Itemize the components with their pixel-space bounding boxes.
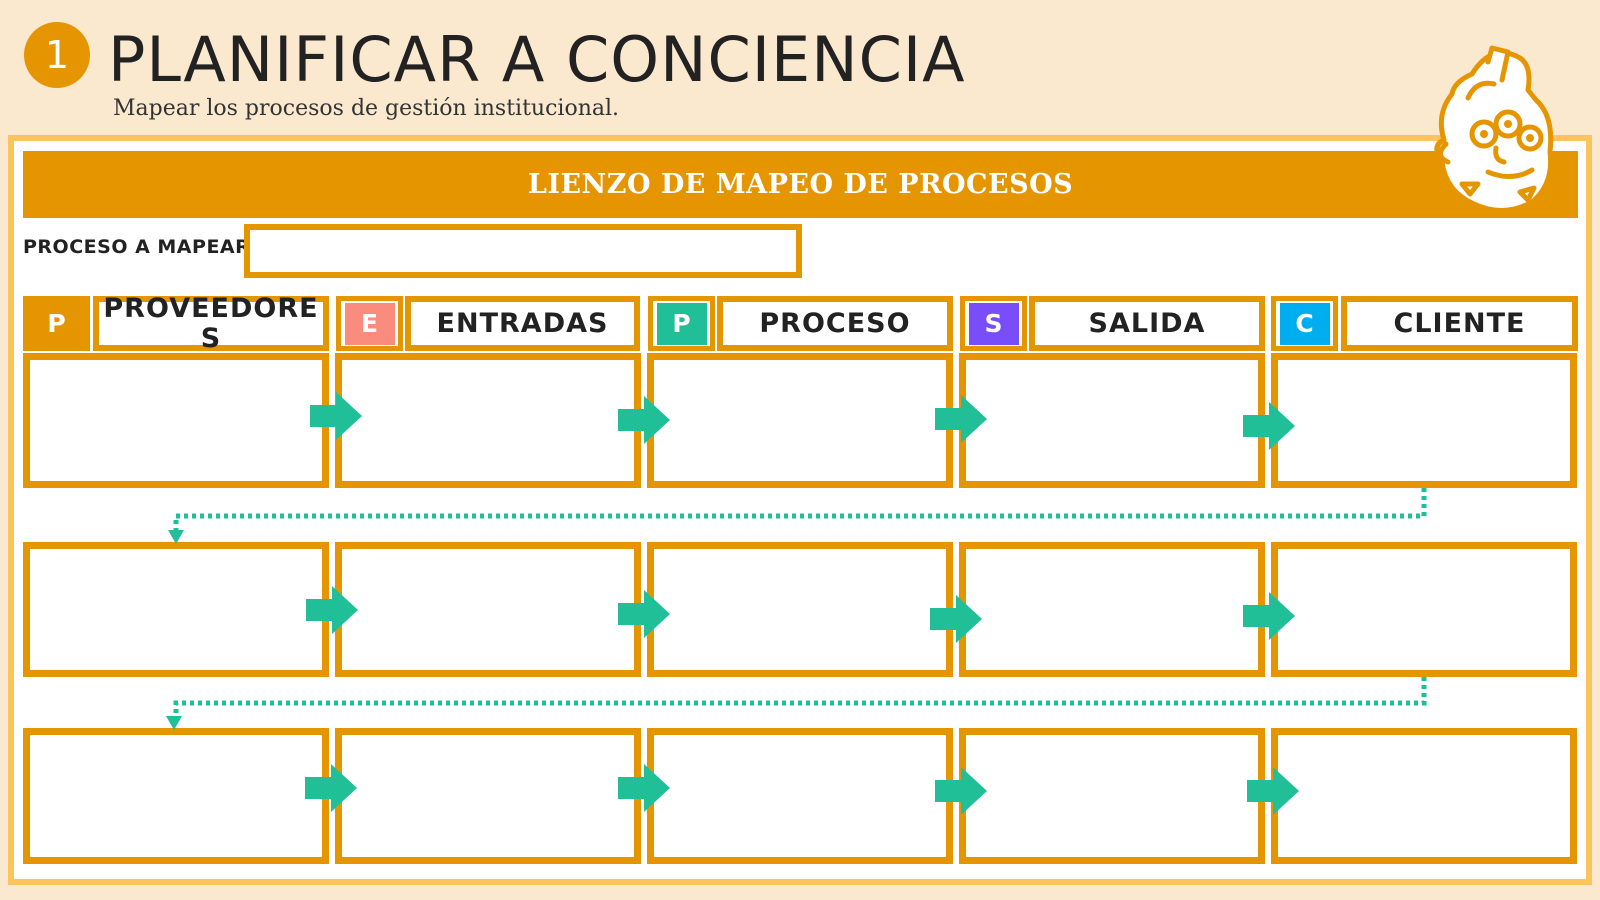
arrow-right-icon bbox=[1247, 767, 1299, 815]
letter-badge: P bbox=[656, 302, 707, 345]
arrow-right-icon bbox=[618, 764, 670, 812]
column-letter-entradas: E bbox=[336, 296, 403, 351]
column-header-proveedores: PROVEEDORES bbox=[93, 293, 329, 353]
cell-cliente-1[interactable] bbox=[1271, 353, 1577, 488]
column-letter-proveedores: P bbox=[23, 296, 90, 351]
cell-salida-1[interactable] bbox=[959, 353, 1265, 488]
cartoon-face-icon bbox=[1434, 45, 1554, 213]
arrow-right-icon bbox=[306, 586, 358, 634]
arrow-right-icon bbox=[930, 595, 982, 643]
cell-entradas-2[interactable] bbox=[335, 542, 641, 677]
letter-badge: P bbox=[28, 301, 85, 346]
arrow-right-icon bbox=[1243, 592, 1295, 640]
letter-badge: C bbox=[1279, 302, 1330, 345]
page-subtitle: Mapear los procesos de gestión instituci… bbox=[113, 96, 620, 121]
column-header-cliente: CLIENTE bbox=[1341, 296, 1578, 351]
arrow-right-icon bbox=[618, 590, 670, 638]
cell-proceso-1[interactable] bbox=[647, 353, 953, 488]
column-header-entradas: ENTRADAS bbox=[405, 296, 640, 351]
arrow-right-icon bbox=[305, 764, 357, 812]
arrow-right-icon bbox=[618, 396, 670, 444]
cell-salida-3[interactable] bbox=[959, 728, 1265, 864]
cell-proveedores-3[interactable] bbox=[23, 728, 329, 864]
column-header-salida: SALIDA bbox=[1029, 296, 1265, 351]
column-letter-salida: S bbox=[960, 296, 1027, 351]
cell-proceso-3[interactable] bbox=[647, 728, 953, 864]
cell-proveedores-2[interactable] bbox=[23, 542, 329, 677]
cell-proveedores-1[interactable] bbox=[23, 353, 329, 488]
arrow-right-icon bbox=[935, 395, 987, 443]
arrow-right-icon bbox=[1243, 402, 1295, 450]
process-to-map-label: PROCESO A MAPEAR bbox=[23, 236, 251, 258]
column-letter-cliente: C bbox=[1271, 296, 1338, 351]
cell-cliente-2[interactable] bbox=[1271, 542, 1577, 677]
step-number-badge: 1 bbox=[24, 22, 90, 88]
cell-entradas-3[interactable] bbox=[335, 728, 641, 864]
column-header-proceso: PROCESO bbox=[717, 296, 953, 351]
arrow-right-icon bbox=[935, 767, 987, 815]
cell-entradas-1[interactable] bbox=[335, 353, 641, 488]
page-title: PLANIFICAR A CONCIENCIA bbox=[108, 23, 966, 96]
cell-salida-2[interactable] bbox=[959, 542, 1265, 677]
arrow-right-icon bbox=[310, 392, 362, 440]
cell-proceso-2[interactable] bbox=[647, 542, 953, 677]
cell-cliente-3[interactable] bbox=[1271, 728, 1577, 864]
letter-badge: S bbox=[968, 302, 1019, 345]
process-to-map-field[interactable] bbox=[244, 224, 802, 278]
canvas-title: LIENZO DE MAPEO DE PROCESOS bbox=[23, 151, 1578, 218]
column-letter-proceso: P bbox=[648, 296, 715, 351]
letter-badge: E bbox=[344, 302, 395, 345]
